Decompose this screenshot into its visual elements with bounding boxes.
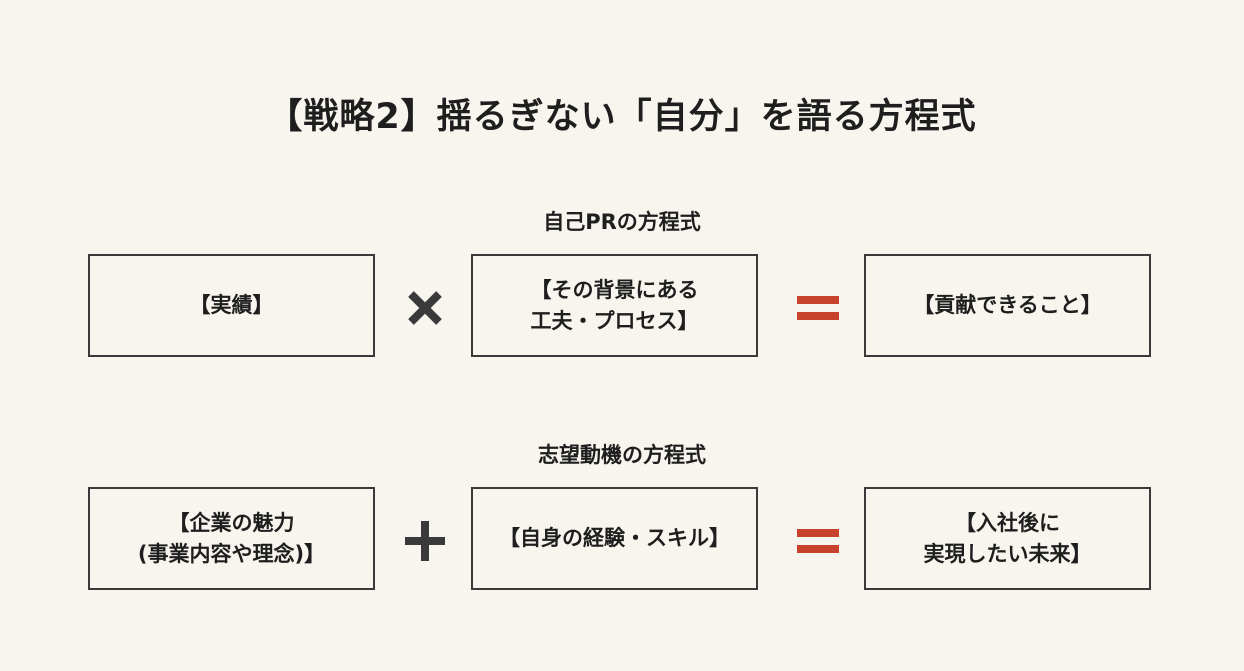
equals-icon <box>793 283 843 333</box>
multiply-icon <box>400 283 450 333</box>
term-box-process: 【その背景にある 工夫・プロセス】 <box>471 254 758 357</box>
equation-title-motivation: 志望動機の方程式 <box>538 443 706 467</box>
slide-title: 【戦略2】揺るぎない「自分」を語る方程式 <box>267 97 977 137</box>
equals-icon <box>793 516 843 566</box>
result-box-future: 【入社後に 実現したい未来】 <box>864 487 1151 590</box>
term-box-company-appeal: 【企業の魅力 (事業内容や理念)】 <box>88 487 375 590</box>
result-box-contribution: 【貢献できること】 <box>864 254 1151 357</box>
plus-icon <box>400 516 450 566</box>
equation-title-self-pr: 自己PRの方程式 <box>543 210 701 234</box>
term-box-experience-skills: 【自身の経験・スキル】 <box>471 487 758 590</box>
term-box-achievement: 【実績】 <box>88 254 375 357</box>
